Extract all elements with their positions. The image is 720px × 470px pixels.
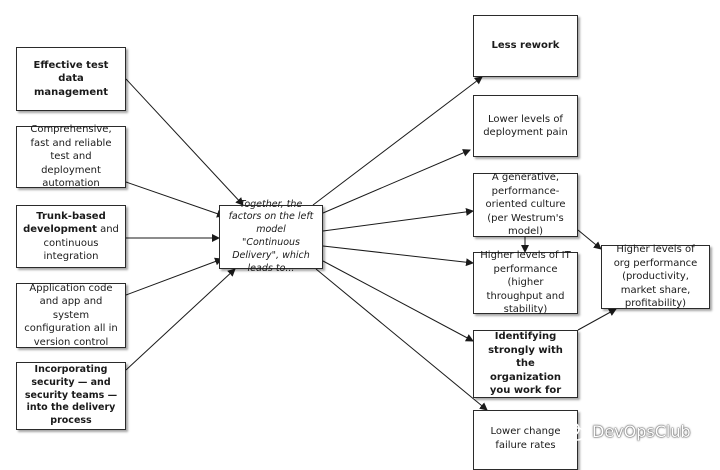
factor-box-test-automation: Comprehensive, fast and reliable test an…	[16, 124, 126, 189]
wechat-icon	[560, 421, 586, 441]
arrow-identifying-to-org-perf	[577, 308, 617, 331]
factor-box-version-control: Application code and app and system conf…	[16, 283, 126, 348]
arrow-culture-to-org-perf	[577, 229, 602, 250]
arrow-cd-to-change-failure	[315, 268, 488, 411]
outcome-box-less-rework: Less rework	[473, 15, 578, 77]
factor-box-security: Incorporating security — and security te…	[16, 362, 126, 430]
outcome-box-it-performance: Higher levels of IT performance (higher …	[473, 250, 578, 315]
arrow-cd-to-deployment-pain	[322, 149, 471, 214]
arrow-cd-to-less-rework	[312, 76, 483, 206]
arrow-cd-to-culture	[322, 207, 474, 232]
outcome-box-deployment-pain: Lower levels of deployment pain	[473, 95, 578, 157]
factor-box-test-data: Effective test data management	[16, 47, 126, 111]
org-performance-box: Higher levels of org performance (produc…	[601, 244, 710, 309]
watermark-text: DevOpsClub	[592, 421, 691, 441]
arrow-version-control-to-cd	[125, 257, 223, 296]
outcome-box-generative-culture: A generative, performance-oriented cultu…	[473, 172, 578, 237]
arrow-cd-to-it-performance	[322, 245, 474, 267]
arrow-test-data-to-cd	[125, 78, 244, 206]
arrow-automation-to-cd	[125, 181, 225, 218]
arrow-cd-to-identifying	[322, 260, 474, 342]
arrow-security-to-cd	[125, 268, 236, 371]
factor-box-trunk-based: Trunk-based development and continuous i…	[16, 205, 126, 268]
continuous-delivery-box: Together, the factors on the left model …	[219, 199, 323, 274]
watermark: DevOpsClub	[560, 420, 691, 442]
outcome-box-identifying: Identifying strongly with the organizati…	[473, 330, 578, 398]
